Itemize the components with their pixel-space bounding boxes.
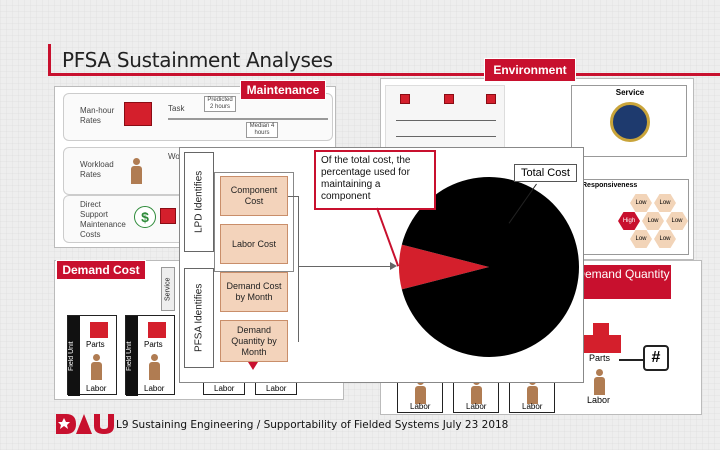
labor-label: Labor	[144, 384, 165, 393]
demand-quantity-label: Demand Quantity	[574, 264, 672, 300]
parts-label: Parts	[86, 340, 105, 349]
parts-cube-icon	[148, 322, 166, 338]
dq-parts-label: Parts	[589, 353, 611, 363]
demand-quantity-month-box: Demand Quantity by Month	[220, 320, 288, 362]
maintenance-row-label: Workload Rates	[80, 160, 114, 179]
level-hex: Low	[666, 212, 688, 230]
field-unit-card: Field Unit Parts Labor	[125, 315, 175, 396]
connector-line	[288, 196, 298, 197]
parts-cube-icon	[90, 322, 108, 338]
count-hash-icon: #	[643, 345, 669, 371]
pie-slice-maintaining-a-component	[399, 244, 489, 290]
field-unit-label: Field Unit	[68, 316, 80, 396]
cost-pie-chart	[399, 177, 579, 357]
navy-seal-icon	[610, 102, 650, 142]
labor-label: Labor	[410, 402, 431, 411]
person-icon	[148, 354, 160, 380]
dq-labor-label: Labor	[587, 395, 611, 405]
labor-cost-box: Labor Cost	[220, 224, 288, 264]
service-label: Service	[164, 277, 172, 301]
pfsa-strip: PFSA Identifies	[184, 268, 214, 368]
service-strip: Service	[161, 267, 175, 311]
total-cost-label: Total Cost	[514, 164, 577, 182]
parts-cube-icon	[124, 102, 152, 126]
lpd-pfsa-panel: LPD Identifies PFSA Identifies Component…	[179, 147, 584, 383]
responsiveness-title: Responsiveness	[582, 182, 638, 189]
down-arrow-icon	[248, 362, 258, 370]
service-title: Service	[615, 88, 645, 97]
maintenance-row-label: Man-hour Rates	[80, 106, 115, 125]
dau-logo	[56, 414, 114, 434]
demand-cost-label: Demand Cost	[56, 260, 146, 280]
level-hex: Low	[654, 194, 676, 212]
labor-label: Labor	[86, 384, 107, 393]
component-cost-box: Component Cost	[220, 176, 288, 216]
flow-line	[396, 136, 496, 137]
level-hex: High	[618, 212, 640, 230]
percentage-callout: Of the total cost, the percentage used f…	[314, 150, 436, 210]
maintenance-label: Maintenance	[240, 80, 326, 100]
parts-cube-icon	[400, 94, 410, 104]
lpd-identifies-label: LPD Identifies	[193, 170, 205, 234]
task-label: Task	[168, 104, 185, 113]
person-icon	[593, 369, 605, 395]
person-icon	[130, 158, 142, 184]
maintenance-row: Man-hour Rates Task Predicted 2 hours Me…	[63, 93, 333, 141]
level-hex: Low	[642, 212, 664, 230]
environment-label: Environment	[484, 58, 576, 82]
field-unit-card: Field Unit Parts Labor	[67, 315, 117, 396]
parts-cube-icon	[444, 94, 454, 104]
pfsa-identifies-label: PFSA Identifies	[193, 283, 205, 353]
median-tag: Median 4 hours	[246, 122, 278, 138]
demand-cost-month-box: Demand Cost by Month	[220, 272, 288, 312]
level-hex: Low	[630, 194, 652, 212]
arrow-head-icon	[390, 262, 397, 270]
flow-line	[396, 120, 496, 121]
slide-title: PFSA Sustainment Analyses	[62, 48, 333, 72]
dollar-icon: $	[134, 206, 156, 228]
level-hex: Low	[630, 230, 652, 248]
connector-line	[298, 196, 299, 342]
person-icon	[90, 354, 102, 380]
service-card: Service	[571, 85, 687, 157]
parts-cube-icon	[160, 208, 176, 224]
parts-stack-icon	[581, 323, 621, 353]
labor-label: Labor	[522, 402, 543, 411]
field-unit-label: Field Unit	[126, 316, 138, 396]
slide-footer: L9 Sustaining Engineering / Supportabili…	[116, 419, 509, 431]
lpd-strip: LPD Identifies	[184, 152, 214, 252]
parts-cube-icon	[486, 94, 496, 104]
responsiveness-card: Responsiveness Low Low High Low Low Low …	[577, 179, 689, 255]
connector-line	[298, 266, 394, 267]
level-hex: Low	[654, 230, 676, 248]
arrow-right-icon	[619, 359, 649, 361]
title-bar	[48, 44, 720, 76]
parts-label: Parts	[144, 340, 163, 349]
maintenance-row-label: Direct Support Maintenance Costs	[80, 200, 126, 239]
labor-label: Labor	[214, 384, 235, 393]
labor-label: Labor	[266, 384, 287, 393]
labor-label: Labor	[466, 402, 487, 411]
timeline-line	[168, 118, 328, 120]
predicted-tag: Predicted 2 hours	[204, 96, 236, 112]
pie-slice-other	[401, 177, 579, 357]
